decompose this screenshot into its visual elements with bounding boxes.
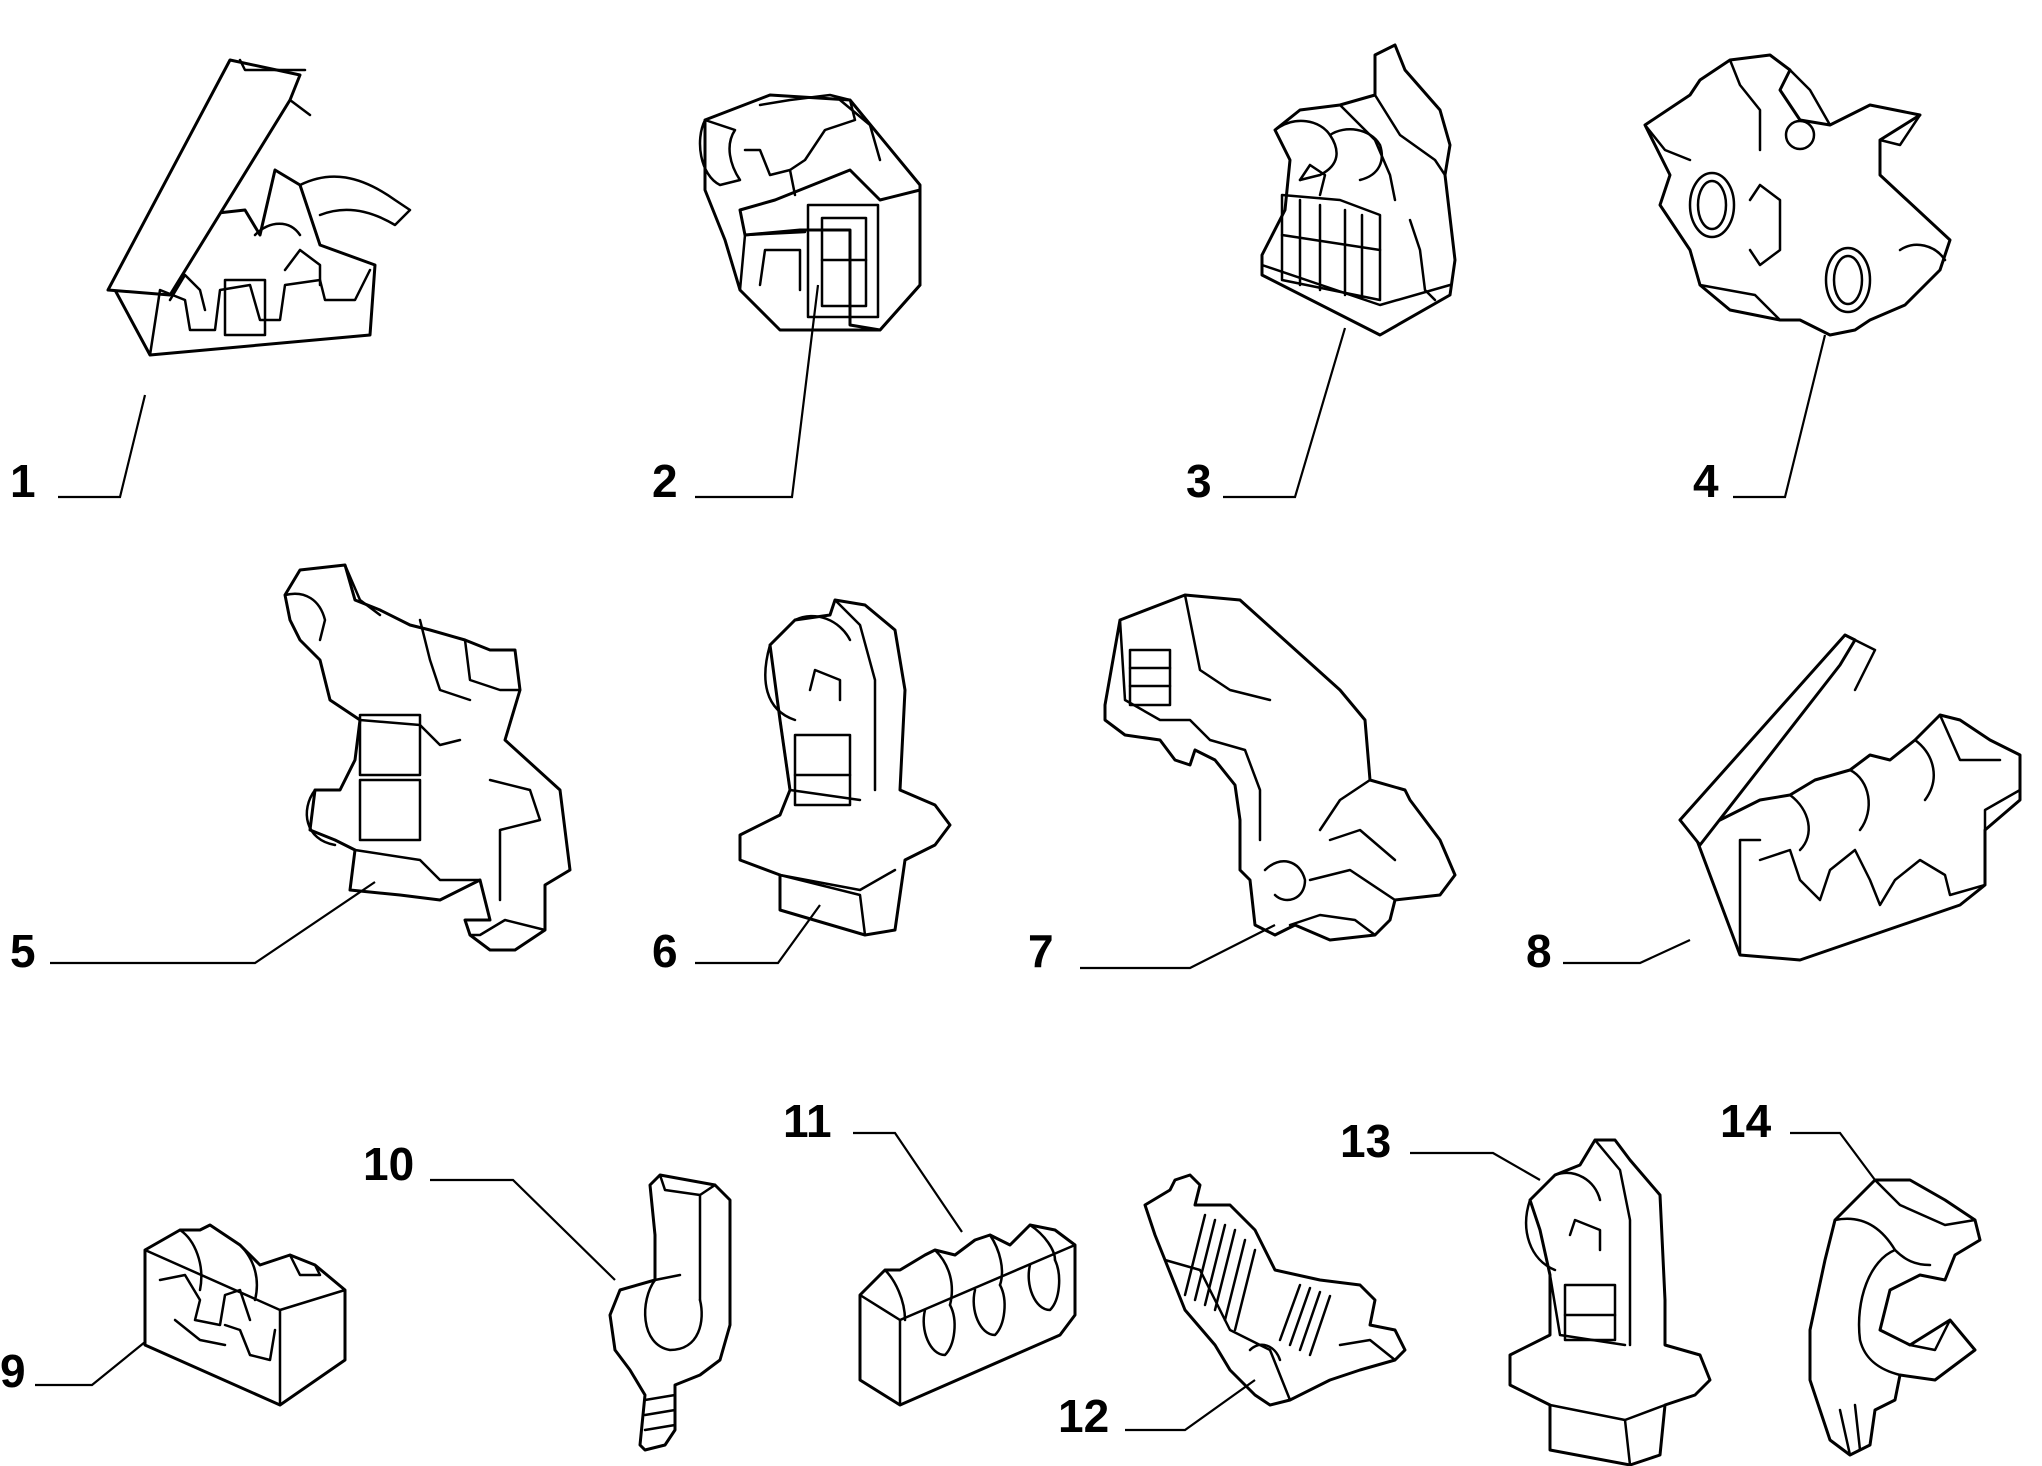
leader-7 [1080,924,1276,970]
callout-6: 6 [652,925,678,977]
leader-3 [1223,327,1347,499]
part-5-drawing [283,563,572,952]
callout-1: 1 [10,455,36,507]
part-14-drawing [1808,1178,1982,1457]
part-8-drawing [1678,633,2022,962]
part-3-drawing [1260,43,1457,337]
callout-12: 12 [1058,1390,1109,1442]
leader-8 [1563,939,1691,965]
callout-7: 7 [1028,925,1054,977]
leader-4 [1733,334,1827,499]
leader-14 [1790,1131,1876,1181]
leader-13 [1410,1151,1541,1181]
leader-6 [695,904,821,965]
leader-2 [695,284,820,499]
part-7-drawing [1103,593,1457,942]
part-4-drawing [1643,53,1952,337]
callout-2: 2 [652,455,678,507]
callout-8: 8 [1526,925,1552,977]
part-12-drawing [1143,1173,1407,1407]
part-13-drawing [1508,1138,1712,1466]
leader-12 [1125,1379,1256,1432]
part-1-drawing [106,58,412,357]
leader-11 [853,1131,963,1233]
callout-14: 14 [1720,1095,1772,1147]
leader-10 [430,1178,616,1281]
callout-labels: 1 2 3 4 5 6 7 8 9 10 11 12 13 14 [0,455,1772,1442]
leader-9 [35,1341,146,1387]
part-9-drawing [143,1223,347,1407]
callout-3: 3 [1186,455,1212,507]
leader-5 [50,881,376,965]
callout-5: 5 [10,925,36,977]
part-2-drawing [698,93,922,332]
callout-9: 9 [0,1345,26,1397]
leader-lines [35,284,1876,1432]
part-10-drawing [608,1173,732,1452]
leader-1 [58,394,147,499]
callout-10: 10 [363,1138,414,1190]
part-6-drawing [738,598,952,937]
callout-13: 13 [1340,1115,1391,1167]
callout-4: 4 [1693,455,1719,507]
part-11-drawing [858,1223,1077,1407]
callout-11: 11 [783,1095,832,1147]
